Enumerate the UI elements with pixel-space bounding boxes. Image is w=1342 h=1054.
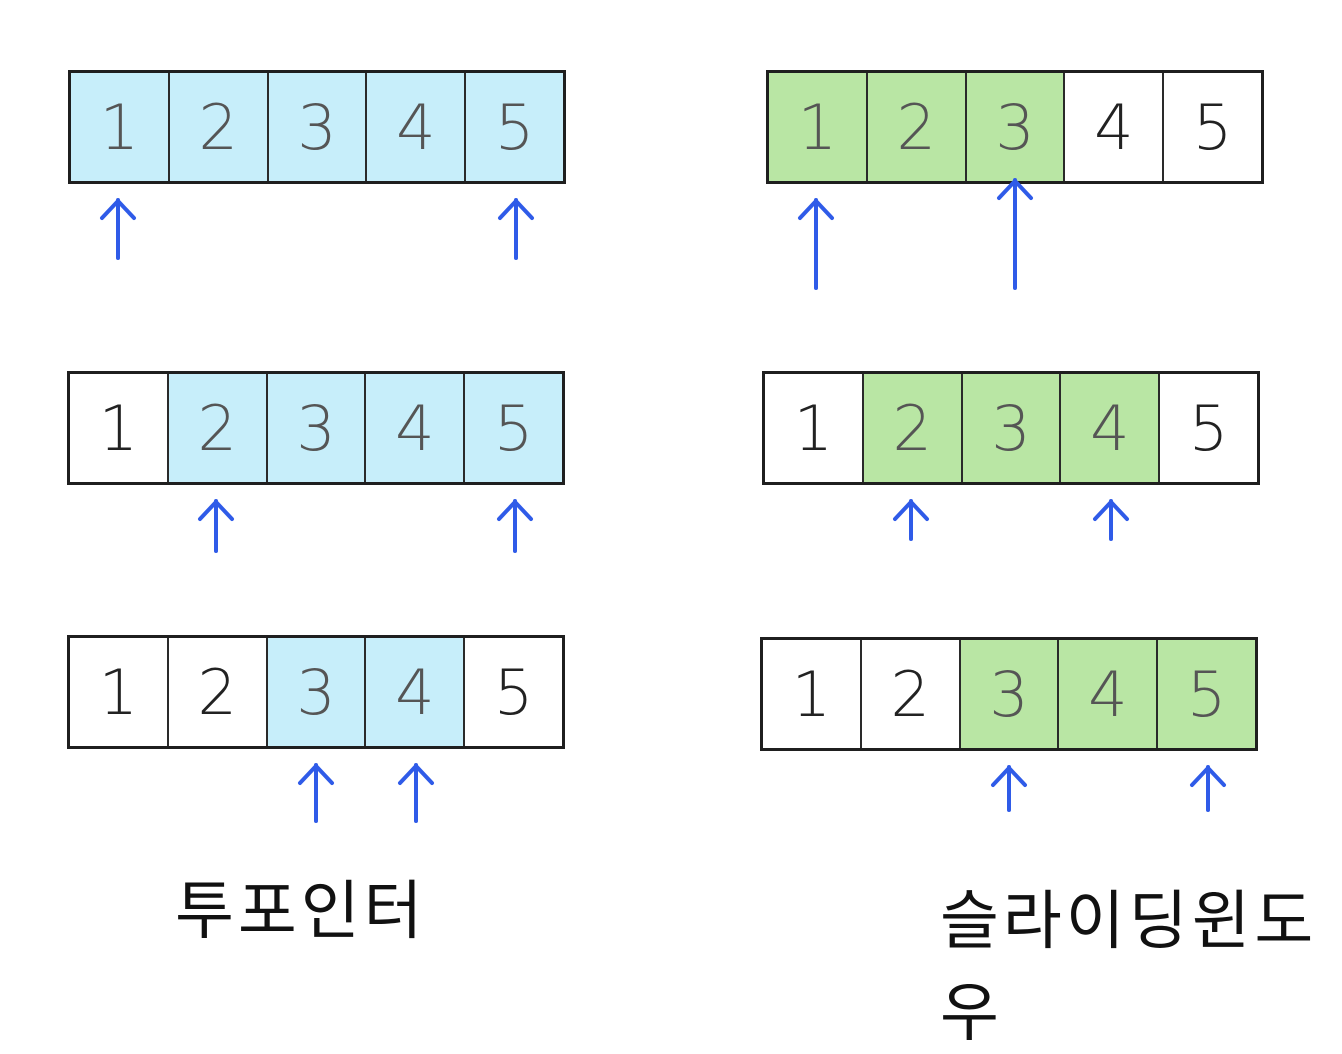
two-pointer-caption: 투포인터 <box>175 875 427 949</box>
array-cell: 3 <box>267 638 367 746</box>
pointer-arrow-icon <box>1186 765 1230 814</box>
array-cell: 1 <box>70 638 169 746</box>
pointer-arrow-icon <box>987 765 1031 814</box>
pointer-arrow-icon <box>794 198 838 292</box>
array-cell: 1 <box>765 374 864 482</box>
array-cell: 5 <box>1192 90 1233 164</box>
array-cell: 2 <box>867 73 967 181</box>
array-cell: 3 <box>267 374 367 482</box>
pointer-arrow-icon <box>394 763 438 825</box>
array-cell: 1 <box>763 640 862 748</box>
array-cell: 5 <box>1158 640 1255 748</box>
array-cell: 2 <box>863 374 963 482</box>
array-cell: 2 <box>169 73 269 181</box>
array-cell: 3 <box>962 374 1062 482</box>
array-cell: 5 <box>466 73 563 181</box>
pointer-arrow-icon <box>494 198 538 262</box>
array-cell: 4 <box>1059 640 1159 748</box>
array-cell: 4 <box>1061 374 1161 482</box>
pointer-arrow-icon <box>96 198 140 262</box>
sliding-window-caption: 슬라이딩윈도우 <box>940 885 1318 1051</box>
array-cell: 4 <box>366 374 466 482</box>
array-cell: 3 <box>966 73 1066 181</box>
array-cell: 5 <box>493 655 534 729</box>
pointer-arrow-icon <box>1089 499 1133 543</box>
array-cell: 3 <box>960 640 1060 748</box>
array-cell: 4 <box>1065 73 1165 181</box>
array-cell: 5 <box>465 374 562 482</box>
array-cell: 3 <box>268 73 368 181</box>
pointer-arrow-icon <box>889 499 933 543</box>
array-cell: 4 <box>367 73 467 181</box>
array-cell: 4 <box>366 638 466 746</box>
pointer-arrow-icon <box>294 763 338 825</box>
pointer-arrow-icon <box>993 178 1037 292</box>
array-cell: 5 <box>1188 391 1229 465</box>
array-cell: 2 <box>862 640 961 748</box>
array-cell: 2 <box>168 374 268 482</box>
pointer-arrow-icon <box>194 499 238 555</box>
array-cell: 2 <box>169 638 268 746</box>
pointer-arrow-icon <box>493 499 537 555</box>
array-cell: 1 <box>769 73 868 181</box>
array-cell: 1 <box>71 73 170 181</box>
array-cell: 1 <box>70 374 169 482</box>
